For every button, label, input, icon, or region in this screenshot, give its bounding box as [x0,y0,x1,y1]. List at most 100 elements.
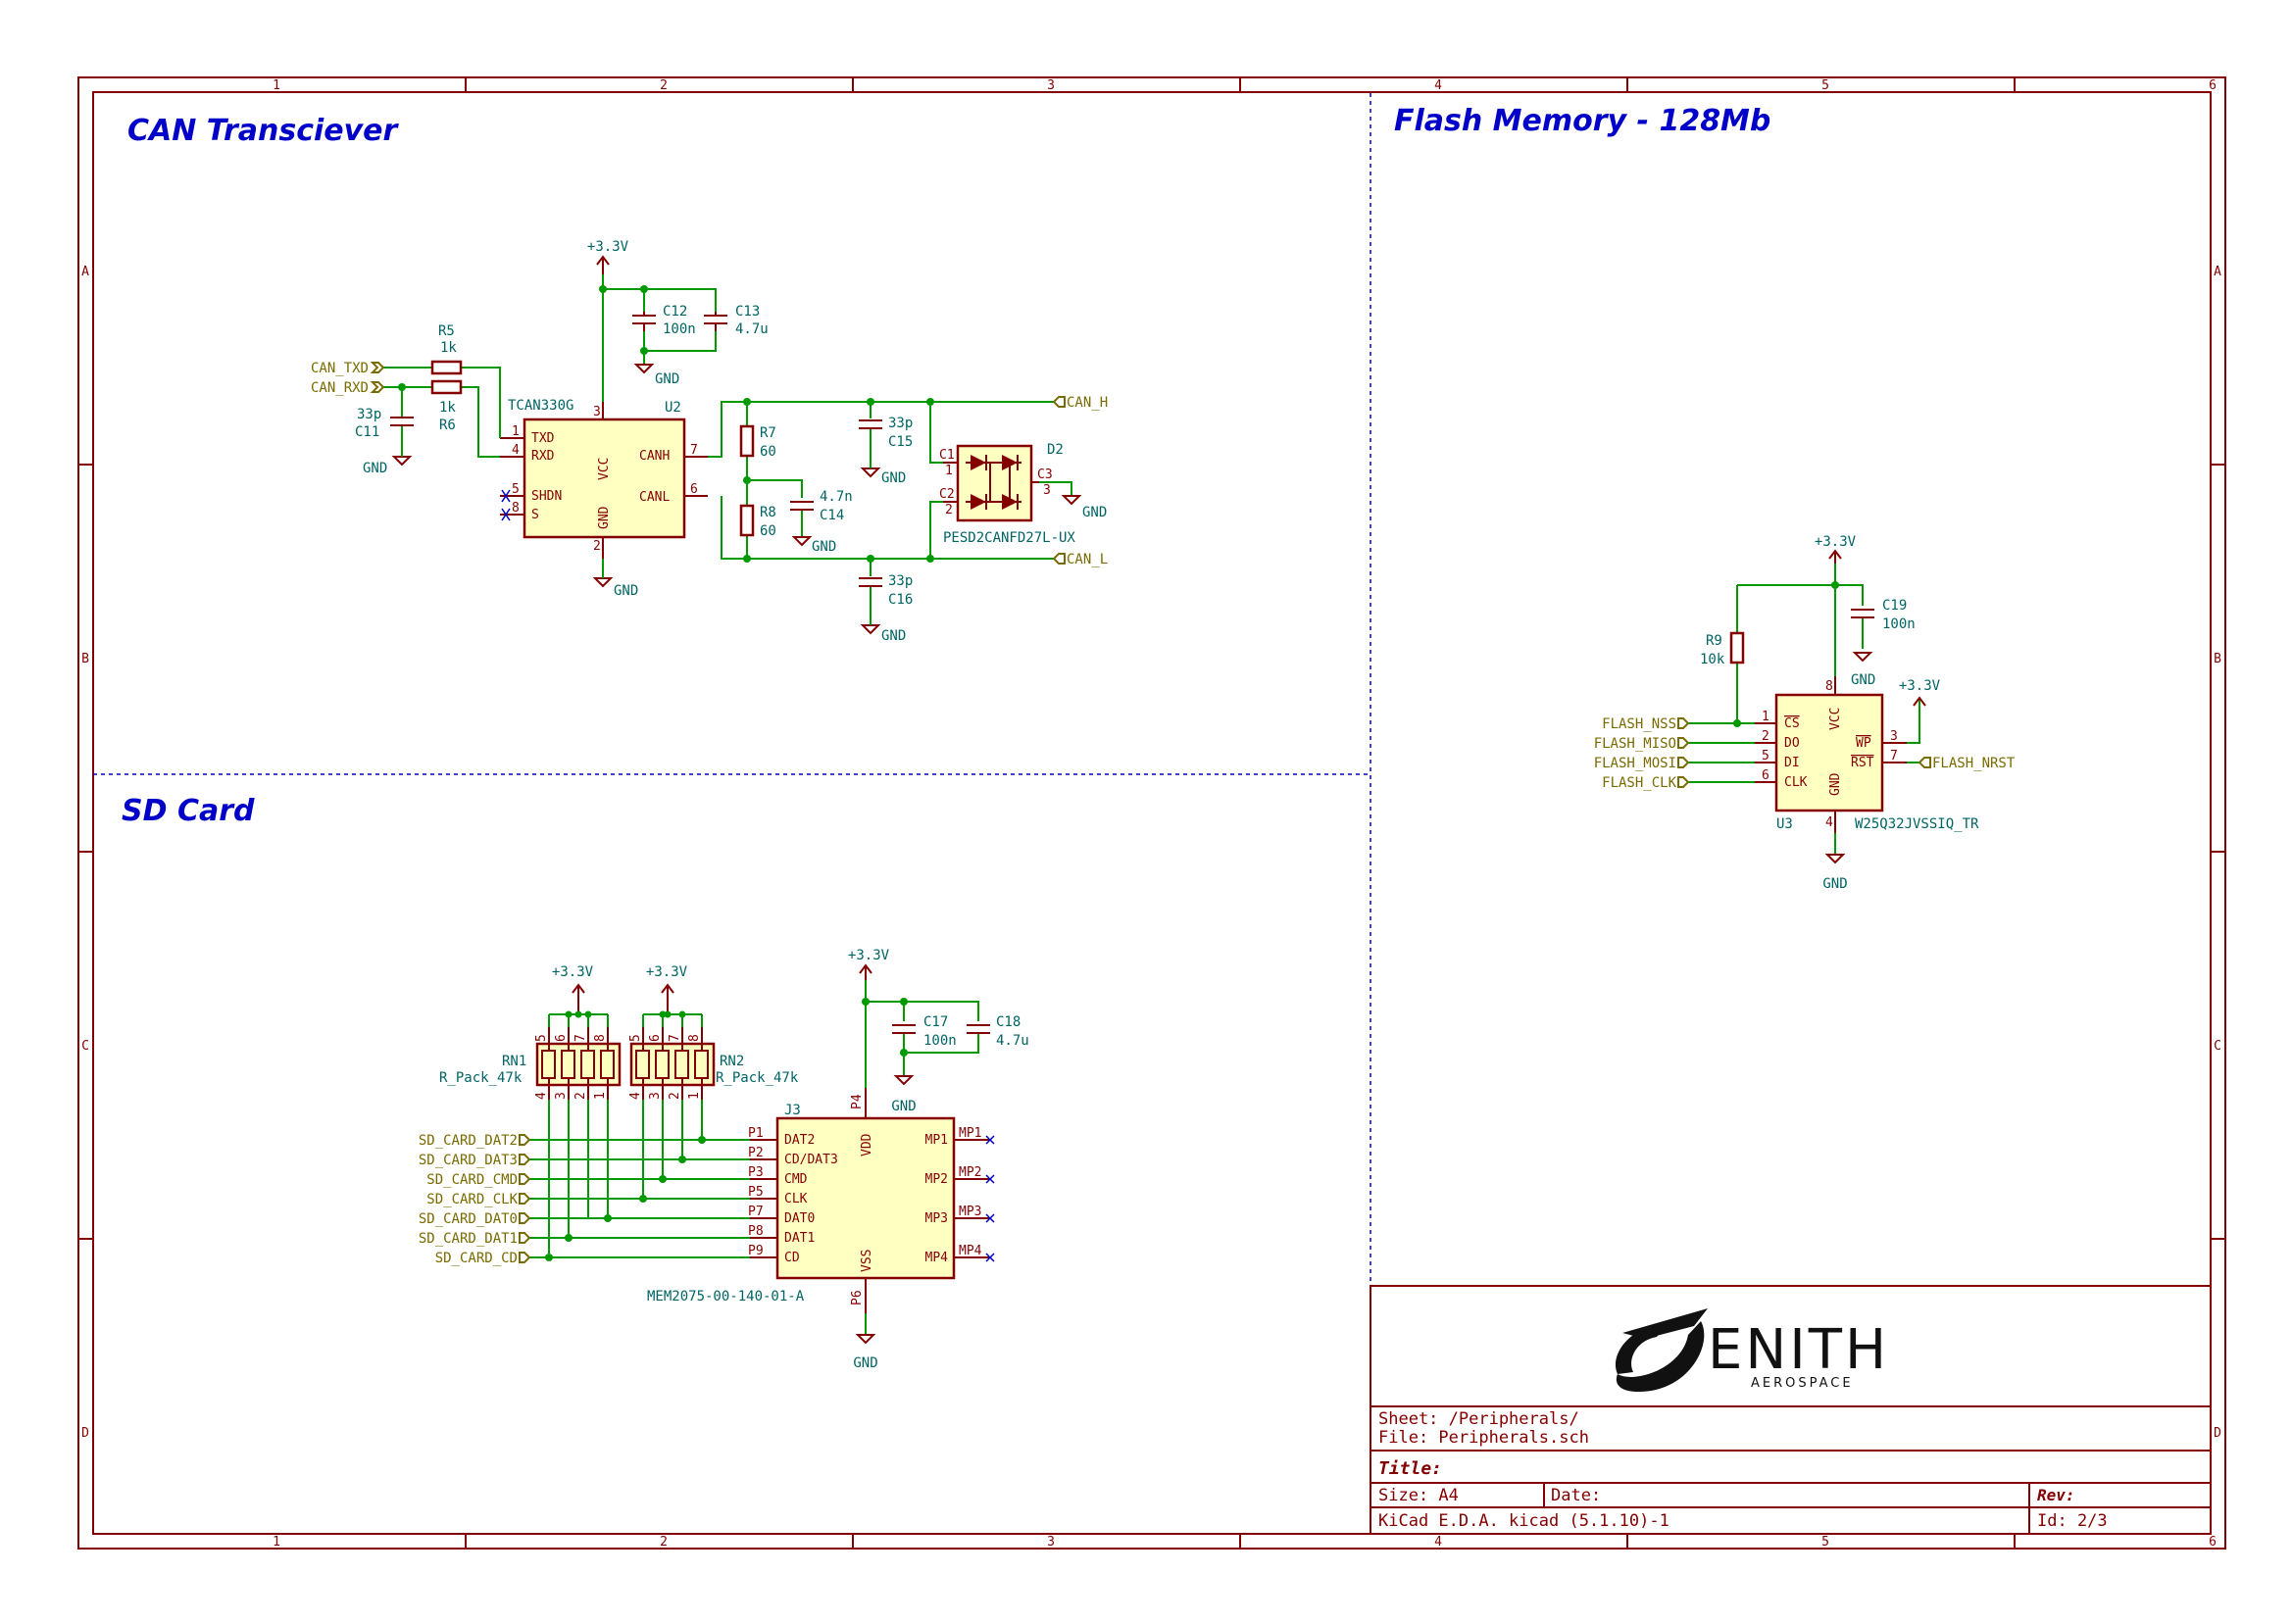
rn1-pin-2: 2 [573,1092,588,1100]
rn1-pin-6: 6 [554,1034,569,1042]
logo-subtext: AEROSPACE [1751,1376,1854,1391]
j3-pin-name-cmd: CMD [784,1172,808,1187]
hlabel-can-txd[interactable]: CAN_TXD [311,361,385,376]
j3-pin-num-p8: P8 [748,1224,764,1239]
gnd-label-c17: GND [891,1099,916,1114]
col-label-2-bottom: 2 [660,1535,668,1550]
power-symbol-flash-wp: +3.3V [1899,678,1941,744]
can-transceiver-block: +3.3V C12 100n C13 4.7u GND TCAN330G U2 [311,239,1108,644]
gnd-symbol-d2: GND [1061,495,1107,520]
j3-pin-name-cd: CD [784,1251,800,1265]
r9-value: 10k [1700,652,1725,667]
row-label-a-right: A [2214,265,2221,279]
c12-ref: C12 [663,304,687,320]
power-symbol-rn1: +3.3V [552,964,594,1014]
power-symbol-rn2: +3.3V [646,964,688,1014]
hlabel-sd-dat3[interactable]: SD_CARD_DAT3 [419,1153,531,1168]
u3-pin-vcc: VCC [1828,708,1843,730]
d2-pin-num-1: 1 [945,464,953,478]
u3-pin-num-5: 5 [1762,749,1769,763]
col-label-1-bottom: 1 [273,1535,280,1550]
row-label-c: C [81,1039,89,1054]
hlabel-can-txd-text: CAN_TXD [311,361,369,376]
c15-value: 33p [888,416,913,431]
col-label-2: 2 [660,78,668,93]
j3-pin-name-dat0: DAT0 [784,1211,815,1226]
logo-text: ENITH [1708,1318,1889,1382]
rn2-pin-1: 1 [687,1092,702,1100]
j3-pin-name-mp2: MP2 [925,1172,948,1187]
hlabel-sd-cmd[interactable]: SD_CARD_CMD [426,1172,531,1188]
u2-pin-vcc: VCC [597,458,612,480]
hlabel-sd-dat2-text: SD_CARD_DAT2 [419,1133,518,1149]
c16-ref: C16 [888,592,913,608]
hlabel-flash-miso[interactable]: FLASH_MISO [1594,736,1690,752]
rn2-pin-8: 8 [687,1034,702,1042]
hlabel-sd-cd[interactable]: SD_CARD_CD [435,1251,531,1266]
ic-u3-w25q32[interactable]: CS DO DI CLK WP RST VCC GND U3 W25Q32JVS… [1774,693,1979,832]
j3-ref: J3 [784,1103,801,1118]
power-label-flash-vcc: +3.3V [1815,534,1857,550]
section-title-can: CAN Transciever [127,114,400,148]
gnd-symbol-u2: GND [592,559,638,599]
hlabel-flash-nss[interactable]: FLASH_NSS [1602,716,1690,732]
ic-u2-tcan330g[interactable]: TCAN330G U2 TXD RXD SHDN S CANH CANL VCC… [508,398,686,539]
u2-pin-gnd: GND [597,506,612,529]
c14-ref: C14 [820,508,844,523]
rn1-value: R_Pack_47k [439,1070,523,1086]
u3-pin-di: DI [1784,756,1800,770]
power-symbol-can: +3.3V [587,239,629,274]
j3-pin-name-dat2: DAT2 [784,1133,815,1148]
rn1-pin-8: 8 [593,1034,608,1042]
u2-value: TCAN330G [508,398,573,414]
u3-pin-do: DO [1784,736,1800,751]
hlabel-sd-clk[interactable]: SD_CARD_CLK [426,1192,531,1207]
flash-memory-block: +3.3V C19 100n GND R9 10k CS DO DI CLK W… [1594,534,2016,892]
u2-pin-num-3: 3 [593,405,601,419]
hlabel-can-h[interactable]: CAN_H [1052,395,1108,411]
hlabel-flash-mosi[interactable]: FLASH_MOSI [1594,756,1690,771]
hlabel-sd-dat2[interactable]: SD_CARD_DAT2 [419,1133,531,1149]
u3-pin-num-7: 7 [1890,749,1898,763]
j3-pin-num-p7: P7 [748,1205,764,1219]
j3-pin-num-p4: P4 [850,1094,865,1109]
j3-pin-name-vss: VSS [860,1250,874,1272]
capacitor-c12: C12 100n [632,304,696,337]
hlabel-flash-clk[interactable]: FLASH_CLK [1602,775,1690,791]
j3-pin-num-mp3: MP3 [959,1205,981,1219]
resistor-pack-rn2[interactable]: 5 6 7 8 4 3 2 1 RN2 R_Pack_47k [628,1027,799,1100]
c19-value: 100n [1882,616,1916,632]
resistor-pack-rn1[interactable]: 5 6 7 8 4 3 2 1 RN1 R_Pack_47k [439,1027,622,1100]
titleblock-file: File: Peripherals.sch [1378,1428,1589,1448]
capacitor-c15: 33p C15 GND [859,416,913,486]
capacitor-c16: 33p C16 GND [859,573,913,644]
c16-value: 33p [888,573,913,589]
connector-j3-sdcard[interactable]: J3 MEM2075-00-140-01-A DAT2 CD/DAT3 CMD … [647,1103,956,1304]
hlabel-flash-nrst-text: FLASH_NRST [1932,756,2016,771]
sd-card-block: +3.3V +3.3V 5 6 7 8 4 3 2 1 RN1 R_Pack [419,948,1029,1371]
hlabel-flash-mosi-text: FLASH_MOSI [1594,756,1676,771]
r7-ref: R7 [760,425,776,441]
j3-pin-num-p1: P1 [748,1126,764,1141]
hlabel-can-l[interactable]: CAN_L [1052,552,1108,567]
hlabel-can-rxd[interactable]: CAN_RXD [311,380,385,396]
u3-pin-num-6: 6 [1762,768,1769,783]
resistor-r7: R7 60 [739,424,776,460]
capacitor-c14: 4.7n C14 GND [790,489,853,555]
d2-pin-num-2: 2 [945,503,953,517]
hlabel-flash-nrst[interactable]: FLASH_NRST [1918,756,2016,771]
rn1-pin-5: 5 [534,1034,549,1042]
hlabel-sd-dat0[interactable]: SD_CARD_DAT0 [419,1211,531,1227]
gnd-symbol-u3: GND [1822,833,1848,892]
hlabel-sd-dat1[interactable]: SD_CARD_DAT1 [419,1231,531,1247]
tvs-diode-d2[interactable]: D2 PESD2CANFD27L-UX C1 C2 C3 1 2 3 [939,442,1075,546]
zenith-logo: ENITH AEROSPACE [1615,1308,1889,1392]
r5-ref: R5 [438,323,455,339]
c15-ref: C15 [888,434,913,450]
hlabel-can-rxd-text: CAN_RXD [311,380,369,396]
d2-value: PESD2CANFD27L-UX [943,530,1075,546]
row-label-a: A [81,265,89,279]
titleblock-rev: Rev: [2037,1486,2075,1504]
rn2-pin-6: 6 [648,1034,663,1042]
